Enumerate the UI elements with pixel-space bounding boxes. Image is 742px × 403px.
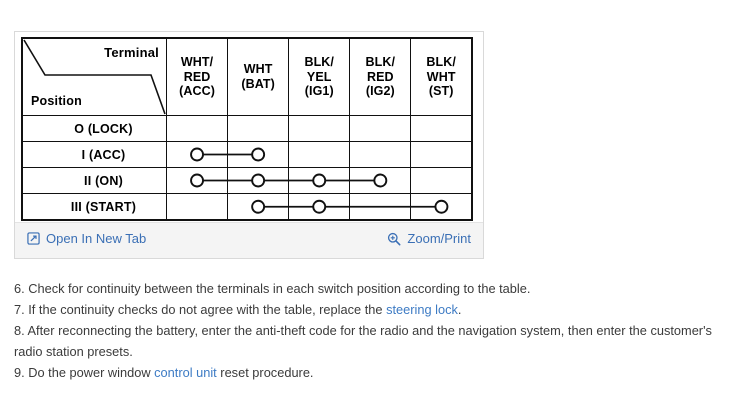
column-header-st: BLK/ WHT (ST) [410, 37, 473, 116]
instruction-list: 6. Check for continuity between the term… [14, 278, 730, 383]
step-7-link[interactable]: steering lock [386, 302, 458, 317]
column-header-ig2-line3: (IG2) [365, 84, 395, 99]
column-header-ig1-line1: BLK/ [304, 54, 335, 69]
position-label-on: II (ON) [21, 167, 167, 194]
position-label-acc: I (ACC) [21, 141, 167, 168]
table-header-row: Terminal Position WHT/ RED (ACC) WHT (BA… [21, 37, 473, 116]
continuity-diagram[interactable]: Terminal Position WHT/ RED (ACC) WHT (BA… [15, 32, 483, 222]
column-header-ig2-line1: BLK/ [365, 54, 396, 69]
continuity-cell-lock-ig1 [288, 115, 351, 142]
continuity-cell-lock-st [410, 115, 473, 142]
step-9-link[interactable]: control unit [154, 365, 217, 380]
column-header-st-line3: (ST) [428, 84, 454, 99]
instruction-step-6: 6. Check for continuity between the term… [14, 278, 730, 299]
column-header-ig1-line3: (IG1) [304, 84, 334, 99]
continuity-cell-on-ig2 [349, 167, 412, 194]
zoom-print-label: Zoom/Print [407, 231, 471, 246]
step-9-text-0: 9. Do the power window [14, 365, 155, 380]
column-header-ig1: BLK/ YEL (IG1) [288, 37, 351, 116]
position-label-start: III (START) [21, 193, 167, 221]
zoom-print-link[interactable]: Zoom/Print [387, 231, 471, 246]
step-7-text-0: 7. If the continuity checks do not agree… [14, 302, 387, 317]
column-header-ig1-line2: YEL [306, 69, 332, 84]
continuity-cell-start-acc [165, 193, 229, 221]
step-8-text-0: 8. After reconnecting the battery, enter… [14, 323, 712, 359]
column-header-acc-line1: WHT/ [180, 54, 214, 69]
table-row: O (LOCK) [21, 115, 473, 142]
viewer-toolbar: Open In New Tab Zoom/Print [15, 222, 483, 258]
continuity-table: Terminal Position WHT/ RED (ACC) WHT (BA… [21, 37, 473, 221]
continuity-cell-acc-bat [227, 141, 290, 168]
continuity-cell-acc-acc [165, 141, 229, 168]
step-6-text-0: 6. Check for continuity between the term… [14, 281, 531, 296]
continuity-cell-start-st [410, 193, 473, 221]
continuity-table-body: Terminal Position WHT/ RED (ACC) WHT (BA… [21, 37, 473, 221]
table-row: III (START) [21, 193, 473, 221]
continuity-cell-on-st [410, 167, 473, 194]
continuity-cell-on-bat [227, 167, 290, 194]
step-7-text-2: . [457, 302, 462, 317]
column-header-ig2-line2: RED [366, 69, 394, 84]
open-in-new-tab-label: Open In New Tab [46, 231, 147, 246]
terminal-header-label: Terminal [104, 45, 159, 60]
continuity-cell-acc-ig2 [349, 141, 412, 168]
position-header-label: Position [31, 94, 82, 108]
column-header-acc-line2: RED [183, 69, 211, 84]
continuity-cell-on-ig1 [288, 167, 351, 194]
continuity-cell-start-ig1 [288, 193, 351, 221]
continuity-cell-start-ig2 [349, 193, 412, 221]
continuity-cell-acc-ig1 [288, 141, 351, 168]
corner-header-cell: Terminal Position [21, 37, 167, 116]
image-viewer-panel: Terminal Position WHT/ RED (ACC) WHT (BA… [14, 31, 484, 259]
instruction-step-9: 9. Do the power window control unit rese… [14, 362, 730, 383]
continuity-cell-lock-ig2 [349, 115, 412, 142]
column-header-bat-line1: WHT [243, 62, 273, 77]
column-header-st-line2: WHT [426, 69, 456, 84]
instruction-step-8: 8. After reconnecting the battery, enter… [14, 320, 730, 362]
column-header-st-line1: BLK/ [426, 54, 456, 69]
column-header-bat-line3: (BAT) [241, 77, 275, 91]
continuity-cell-lock-acc [165, 115, 229, 142]
instruction-step-7: 7. If the continuity checks do not agree… [14, 299, 730, 320]
column-header-acc-line3: (ACC) [179, 84, 215, 99]
column-header-bat: WHT (BAT) [227, 37, 290, 116]
table-row: I (ACC) [21, 141, 473, 168]
step-9-text-2: reset procedure. [216, 365, 314, 380]
magnifier-plus-icon [387, 232, 401, 246]
table-row: II (ON) [21, 167, 473, 194]
column-header-ig2: BLK/ RED (IG2) [349, 37, 412, 116]
position-label-lock: O (LOCK) [21, 115, 167, 142]
continuity-cell-on-acc [165, 167, 229, 194]
open-in-new-tab-link[interactable]: Open In New Tab [27, 231, 146, 246]
continuity-cell-start-bat [227, 193, 290, 221]
continuity-cell-lock-bat [227, 115, 290, 142]
column-header-acc: WHT/ RED (ACC) [165, 37, 229, 116]
continuity-cell-acc-st [410, 141, 473, 168]
open-in-new-tab-icon [27, 232, 40, 245]
